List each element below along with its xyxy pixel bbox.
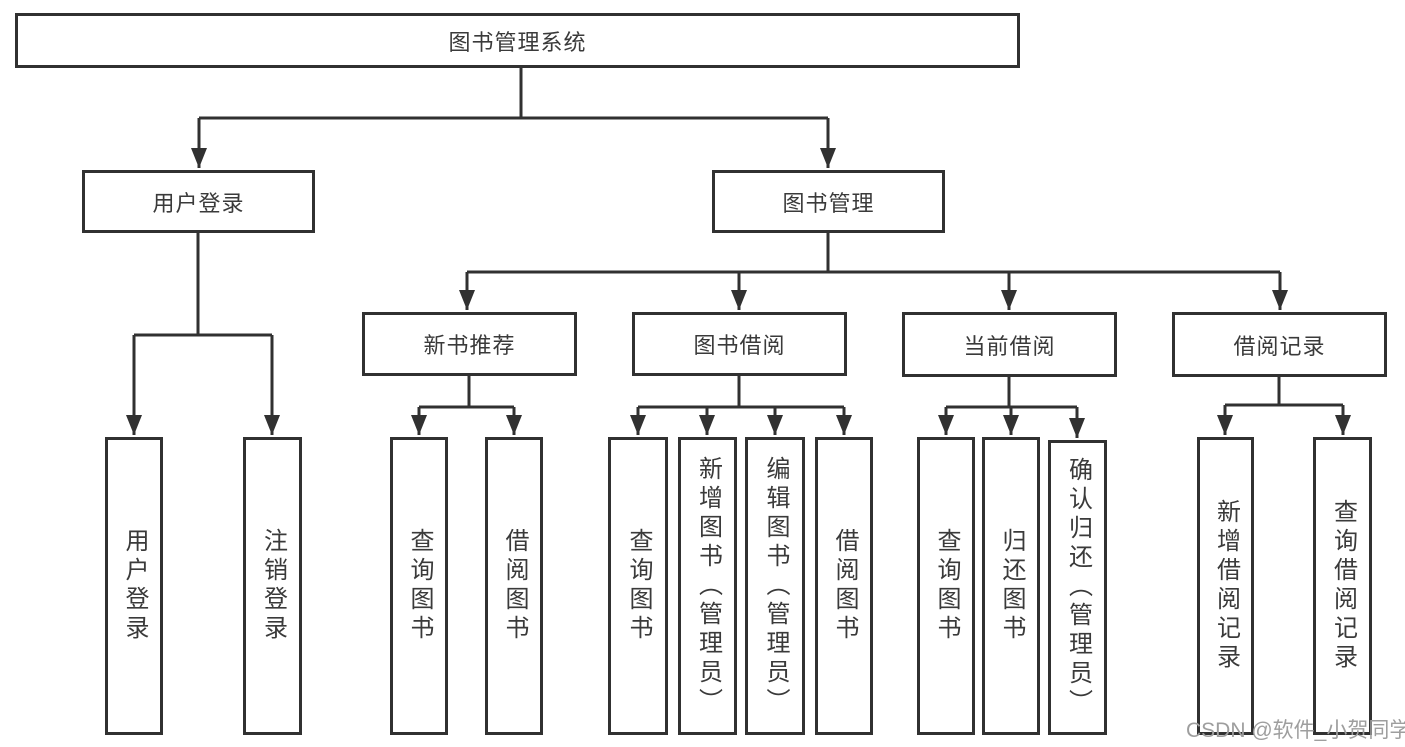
leaf-confirm-return-admin-label: 确认归还（管理员） xyxy=(1064,457,1092,718)
node-root-label: 图书管理系统 xyxy=(448,29,587,55)
csdn-watermark: CSDN @软件_小贺同学 xyxy=(1186,719,1405,742)
node-current-borrow: 当前借阅 xyxy=(902,312,1117,377)
leaf-borrow-books-1-label: 借阅图书 xyxy=(501,528,528,644)
node-book-borrow: 图书借阅 xyxy=(632,312,847,376)
node-user-login-label: 用户登录 xyxy=(152,190,245,216)
leaf-query-books-3-label: 查询图书 xyxy=(933,528,960,644)
leaf-add-borrow-record: 新增借阅记录 xyxy=(1197,437,1254,735)
leaf-user-login-label: 用户登录 xyxy=(121,528,148,644)
leaf-edit-book-admin-label: 编辑图书（管理员） xyxy=(762,455,789,717)
leaf-query-books-3: 查询图书 xyxy=(917,437,975,735)
leaf-edit-book-admin: 编辑图书（管理员） xyxy=(745,437,805,735)
node-new-book-recommend-label: 新书推荐 xyxy=(423,333,516,358)
leaf-borrow-books-2-label: 借阅图书 xyxy=(831,528,858,644)
connector-book-borrow-trunk xyxy=(638,375,844,409)
leaf-return-book-label: 归还图书 xyxy=(998,528,1025,644)
connector-current-borrow-trunk xyxy=(946,377,1077,409)
connector-root-trunk xyxy=(199,66,828,120)
leaf-add-borrow-record-label: 新增借阅记录 xyxy=(1212,499,1240,673)
leaf-logout: 注销登录 xyxy=(243,437,302,735)
leaf-query-books-2: 查询图书 xyxy=(608,437,668,735)
node-borrow-records-label: 借阅记录 xyxy=(1233,333,1326,359)
node-new-book-recommend: 新书推荐 xyxy=(362,312,577,376)
leaf-query-books-2-label: 查询图书 xyxy=(625,528,652,644)
connector-borrow-records-trunk xyxy=(1225,377,1343,407)
leaf-logout-label: 注销登录 xyxy=(259,528,287,644)
leaf-user-login: 用户登录 xyxy=(105,437,163,735)
leaf-query-borrow-record: 查询借阅记录 xyxy=(1313,437,1372,735)
leaf-add-book-admin-label: 新增图书（管理员） xyxy=(694,455,722,717)
connector-user-login-trunk xyxy=(134,232,272,337)
leaf-borrow-books-2: 借阅图书 xyxy=(815,437,873,735)
leaf-return-book: 归还图书 xyxy=(982,437,1040,735)
leaf-query-borrow-record-label: 查询借阅记录 xyxy=(1329,499,1357,673)
leaf-query-books-1-label: 查询图书 xyxy=(406,528,433,644)
connector-book-mgmt-trunk xyxy=(467,232,1280,274)
node-book-mgmt: 图书管理 xyxy=(712,170,945,233)
leaf-confirm-return-admin: 确认归还（管理员） xyxy=(1048,440,1107,735)
node-borrow-records: 借阅记录 xyxy=(1172,312,1387,377)
leaf-borrow-books-1: 借阅图书 xyxy=(485,437,543,735)
node-book-borrow-label: 图书借阅 xyxy=(693,333,786,358)
connector-new-book-rec-trunk xyxy=(419,375,514,409)
node-book-mgmt-label: 图书管理 xyxy=(782,190,875,216)
leaf-query-books-1: 查询图书 xyxy=(390,437,448,735)
leaf-add-book-admin: 新增图书（管理员） xyxy=(678,437,737,735)
node-root: 图书管理系统 xyxy=(15,13,1020,68)
node-current-borrow-label: 当前借阅 xyxy=(963,333,1056,359)
node-user-login: 用户登录 xyxy=(82,170,315,233)
